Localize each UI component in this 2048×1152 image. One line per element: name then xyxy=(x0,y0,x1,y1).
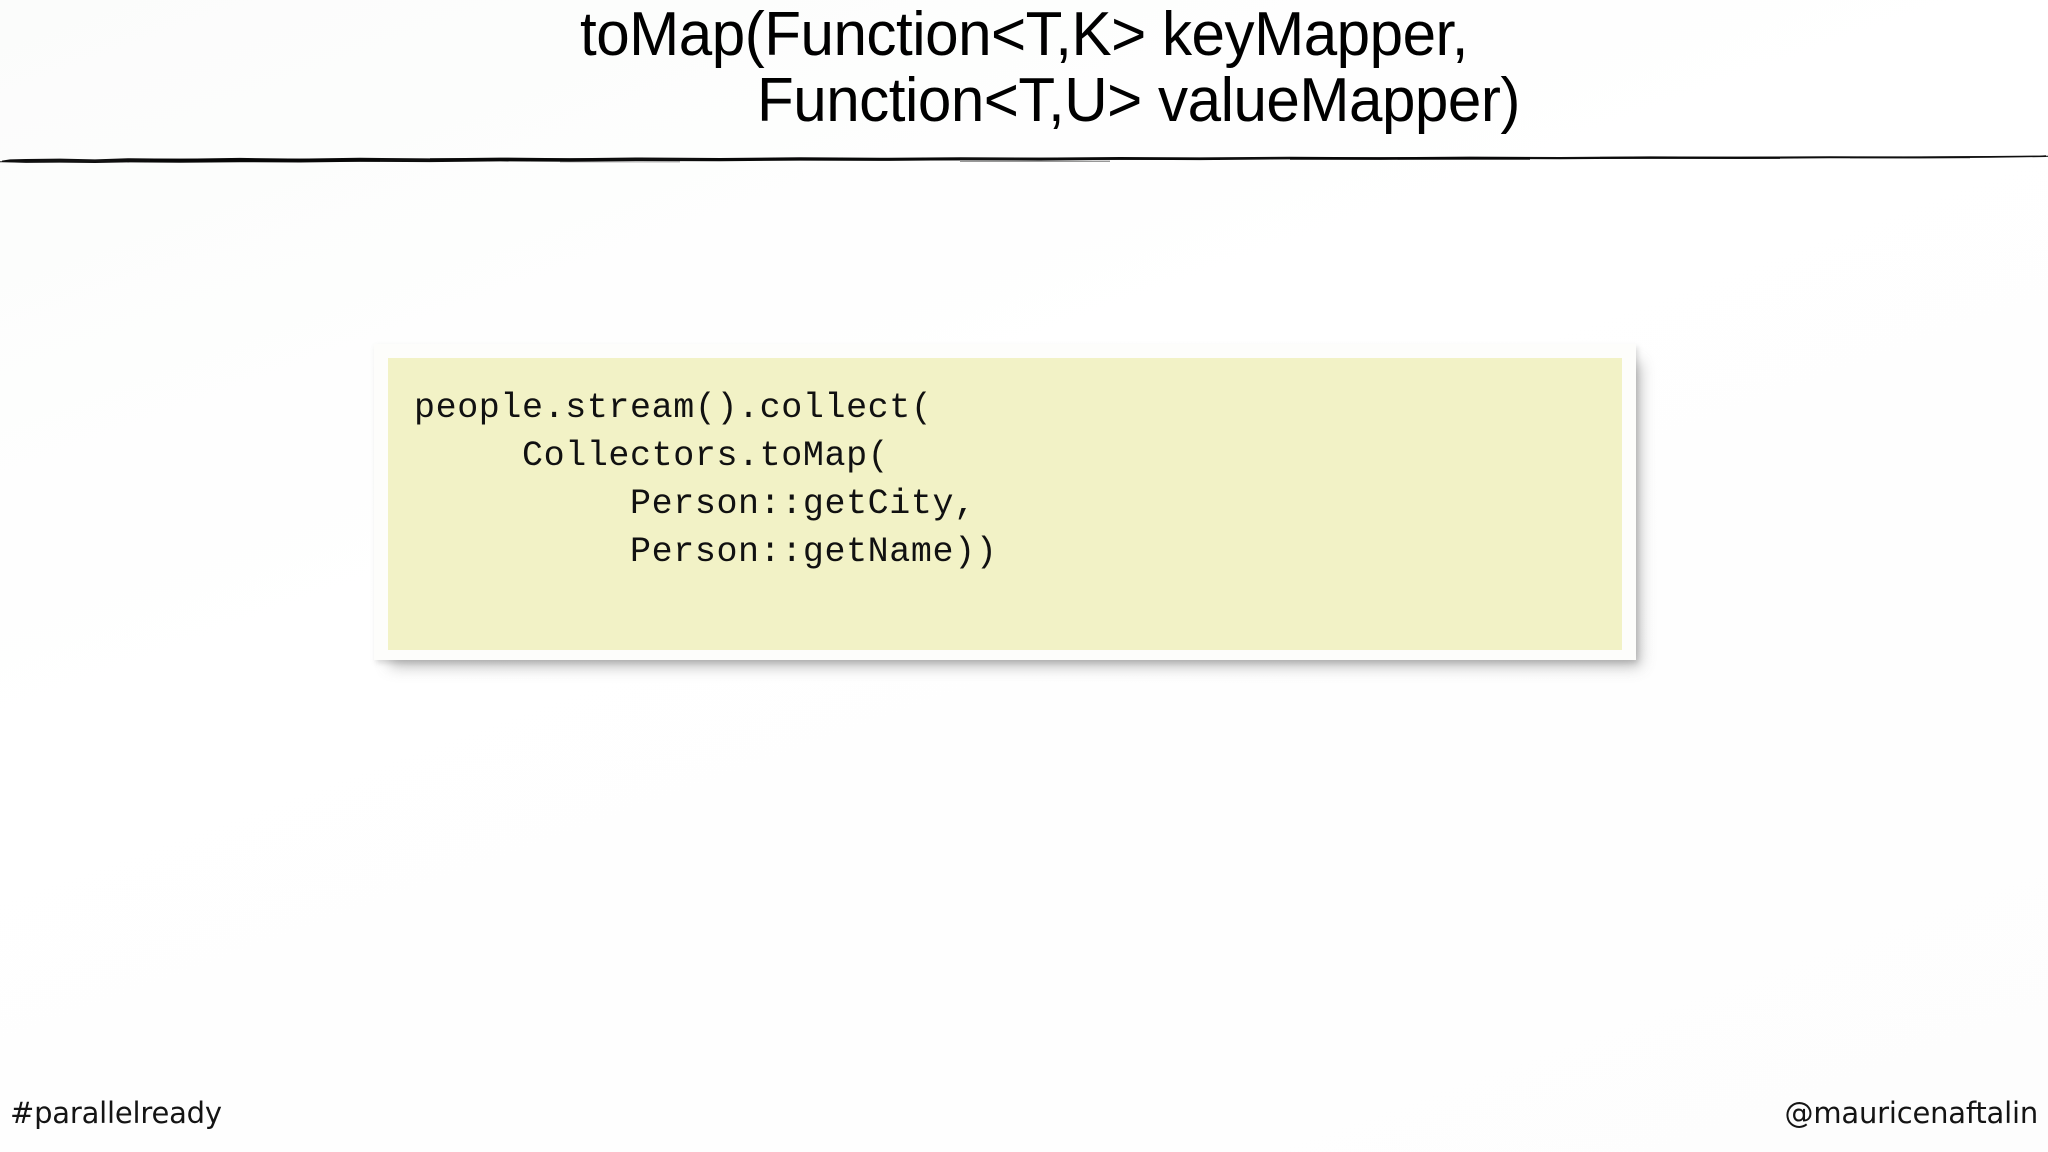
code-line: people.stream().collect( xyxy=(414,388,933,428)
code-line: Person::getCity, xyxy=(414,484,976,524)
code-block: people.stream().collect( Collectors.toMa… xyxy=(388,358,1622,650)
footer-handle: @mauricenaftalin xyxy=(1784,1096,2039,1130)
slide-title: toMap(Function<T,K> keyMapper, Function<… xyxy=(0,0,2048,156)
footer-hashtag: #parallelready xyxy=(10,1096,222,1130)
title-line-2: Function<T,U> valueMapper) xyxy=(756,66,1520,135)
code-card: people.stream().collect( Collectors.toMa… xyxy=(374,344,1636,660)
code-line: Collectors.toMap( xyxy=(414,436,890,476)
brush-stroke-icon xyxy=(0,155,2048,163)
brush-stroke-divider xyxy=(0,150,2048,170)
code-line: Person::getName)) xyxy=(414,532,998,572)
title-line-1: toMap(Function<T,K> keyMapper, xyxy=(579,0,1469,69)
